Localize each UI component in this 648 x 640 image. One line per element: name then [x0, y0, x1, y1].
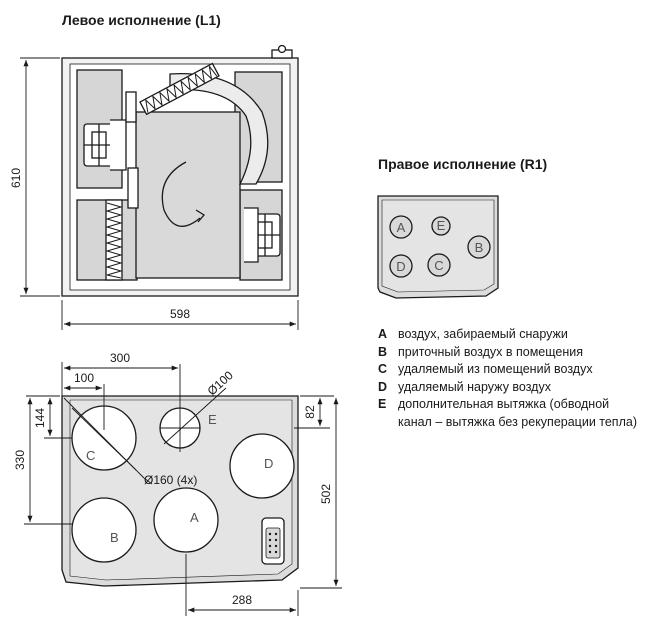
port-a-circle: [153, 487, 219, 553]
legend-item-c: C удаляемый из помещений воздух: [378, 362, 593, 376]
r1-port-c: [427, 253, 451, 277]
r1-port-a-label: A: [397, 220, 406, 235]
legend-item-a: A воздух, забираемый снаружи: [378, 327, 568, 341]
dim-288: 288: [232, 593, 252, 607]
r1-port-e-label: E: [437, 218, 446, 233]
legend: A воздух, забираемый снаружи B приточный…: [378, 326, 646, 431]
top-port-d-label: D: [264, 456, 273, 471]
r1-port-e: [431, 216, 451, 236]
dim-100: 100: [74, 371, 94, 385]
lower-filter: [105, 199, 123, 281]
r1-port-d-label: D: [396, 259, 405, 274]
right-fan: [244, 207, 281, 263]
dim-502: 502: [319, 484, 333, 504]
upper-filter: [139, 62, 220, 116]
dim-144: 144: [33, 408, 47, 428]
top-port-a-label: A: [190, 510, 199, 525]
top-view: [61, 395, 299, 587]
top-port-c-label: C: [86, 448, 95, 463]
dim-330: 330: [13, 450, 27, 470]
right-version-view: [377, 195, 499, 299]
legend-item-e: E дополнительная вытяжка (обводной канал…: [378, 397, 637, 429]
dim-height-610: 610: [9, 168, 23, 188]
left-version-title: Левое исполнение (L1): [62, 12, 221, 28]
r1-port-c-label: C: [434, 258, 443, 273]
top-port-b-label: B: [110, 530, 119, 545]
port-d-circle: [229, 433, 295, 499]
top-port-e-label: E: [208, 412, 217, 427]
dim-82: 82: [303, 405, 317, 419]
front-view: [61, 44, 299, 297]
right-version-title: Правое исполнение (R1): [378, 156, 548, 172]
bypass-channel: [169, 73, 269, 185]
dim-d160: Ø160 (4x): [144, 473, 197, 487]
r1-port-d: [389, 254, 413, 278]
r1-port-b: [467, 235, 491, 259]
dim-300: 300: [110, 351, 130, 365]
legend-item-b: B приточный воздух в помещения: [378, 344, 583, 359]
r1-port-b-label: B: [475, 240, 484, 255]
r1-port-a: [389, 215, 413, 239]
front-dimensions: [20, 57, 299, 330]
legend-item-d: D удаляемый наружу воздух: [378, 379, 551, 394]
dim-width-598: 598: [170, 307, 190, 321]
left-fan: [83, 119, 127, 171]
port-b-circle: [71, 497, 137, 563]
top-dimensions: [24, 362, 342, 616]
heat-exchanger: [135, 111, 241, 279]
